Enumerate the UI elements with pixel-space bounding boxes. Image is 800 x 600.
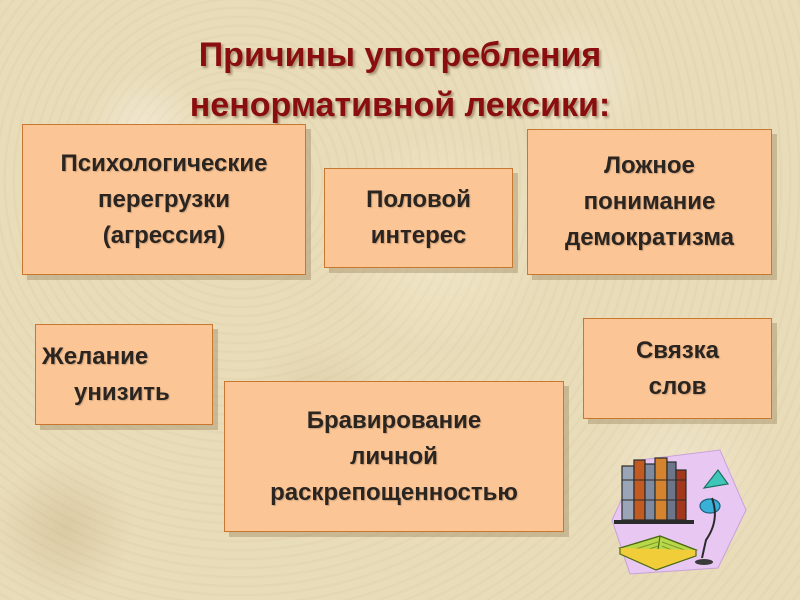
cause-text-line: (агрессия) [102, 221, 226, 249]
cause-text-line: Бравирование [306, 406, 482, 434]
cause-text-line: интерес [370, 222, 467, 249]
cause-text-line: Психологические [60, 149, 268, 177]
cause-text-line: унизить [74, 378, 170, 406]
cause-box-bravado: Бравирование личной раскрепощенностью [224, 381, 564, 532]
cause-box-sexual-interest: Половой интерес [324, 168, 513, 268]
cause-box-false-democracy: Ложное понимание демократизма [527, 129, 772, 275]
cause-text-line: раскрепощенностью [270, 478, 518, 506]
cause-text-line: Связка [635, 336, 720, 364]
cause-box-word-linking: Связка слов [583, 318, 772, 419]
cause-text-line: Ложное [604, 152, 695, 179]
cause-text-line: понимание [583, 188, 716, 215]
slide-title: Причины употребления ненормативной лекси… [100, 30, 700, 130]
cause-text-line: Желание [42, 342, 149, 370]
cause-box-desire-to-humiliate: Желание унизить [35, 324, 213, 425]
cause-text-line: личной [350, 442, 438, 470]
cause-text-line: перегрузки [98, 185, 230, 213]
slide-title-line-1: Причины употребления [198, 36, 602, 74]
cause-text-line: слов [648, 372, 707, 400]
cause-text-line: демократизма [564, 224, 734, 251]
books-and-lamp-icon [611, 449, 747, 575]
cause-box-psychological-overload: Психологические перегрузки (агрессия) [22, 124, 306, 275]
slide-title-line-2: ненормативной лексики: [189, 86, 611, 124]
cause-text-line: Половой [366, 186, 471, 213]
